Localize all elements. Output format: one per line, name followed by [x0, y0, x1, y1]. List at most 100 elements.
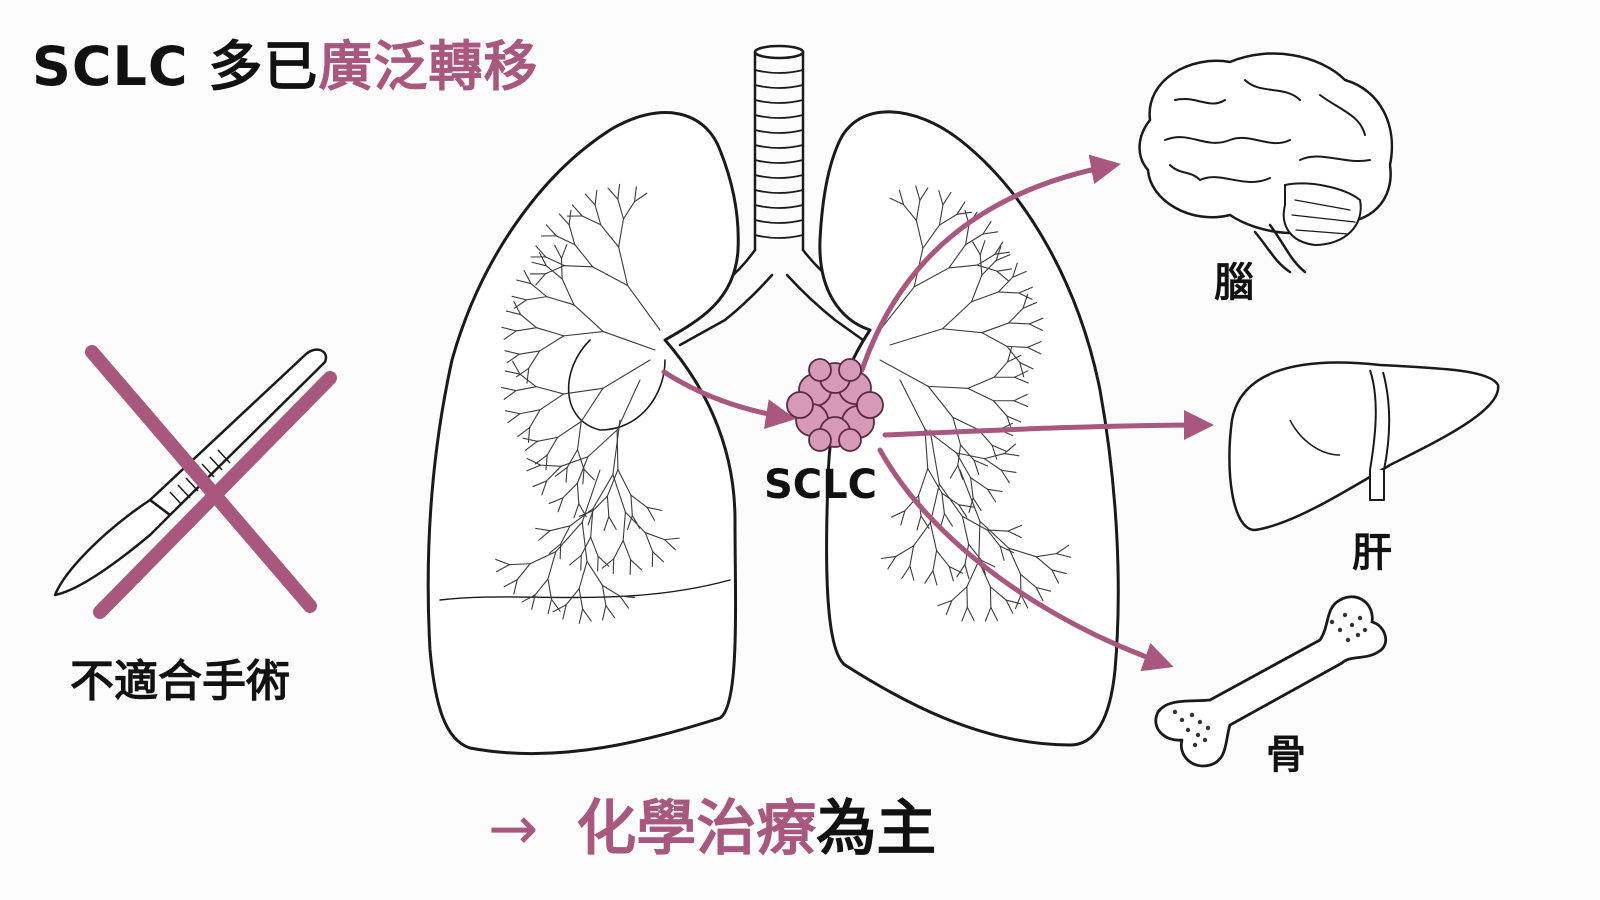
- bronchus-branch: [980, 559, 996, 568]
- bronchus-branch: [515, 327, 538, 332]
- bronchus-branch: [1035, 586, 1052, 592]
- bronchus-branch: [582, 468, 585, 485]
- footer-conclusion: →化學治療為主: [488, 780, 936, 867]
- lungs-illustration: [426, 44, 1120, 756]
- bronchus-branch: [1013, 400, 1029, 408]
- bronchus-branch: [978, 520, 981, 562]
- cross-out-icon: [85, 345, 337, 619]
- bronchus-branch: [526, 367, 530, 384]
- trachea-ring: [754, 144, 804, 149]
- bronchus-branch: [663, 539, 676, 551]
- bronchus-branch: [515, 279, 532, 285]
- bronchus-branch: [504, 370, 521, 375]
- bronchus-branch: [555, 521, 583, 553]
- trachea-ring: [754, 99, 804, 104]
- tumor-cell: [808, 358, 832, 382]
- bronchus-branch: [563, 331, 604, 337]
- bronchus-branch: [979, 520, 1010, 549]
- bronchus-branch: [967, 376, 995, 389]
- bronchus-branch: [557, 497, 564, 513]
- bronchus-branch: [970, 477, 989, 490]
- bone-marrow-dot: [1357, 615, 1363, 621]
- bronchus-branch: [622, 539, 632, 561]
- bronchus-branch: [630, 494, 633, 517]
- bronchus-branch: [507, 413, 521, 424]
- bronchus-branch: [592, 495, 608, 512]
- bronchus-branch: [961, 515, 970, 545]
- arrow-into-tumor: [661, 369, 796, 430]
- bronchus-branch: [956, 563, 966, 578]
- bronchus-branch: [889, 328, 944, 346]
- bronchus-branch: [518, 350, 541, 355]
- bronchus-branch: [959, 469, 981, 522]
- bronchus-branch: [583, 468, 595, 481]
- bronchus-branch: [574, 244, 594, 268]
- bronchus-branch: [1007, 354, 1022, 363]
- bronchus-branch: [938, 213, 958, 226]
- bronchus-branch: [941, 492, 945, 515]
- bronchus-branch: [592, 266, 629, 287]
- bronchus-branch: [1005, 599, 1014, 614]
- trachea-ring: [754, 234, 804, 239]
- bone-marrow-dot: [1329, 619, 1335, 625]
- bronchus-branch: [622, 201, 636, 220]
- bronchus-branch: [581, 469, 601, 523]
- bronchus-branch: [955, 452, 985, 460]
- bronchus-branch: [987, 488, 997, 503]
- bronchus-branch: [580, 536, 592, 556]
- bronchus-branch: [973, 459, 980, 475]
- bronchus-branch: [535, 527, 551, 532]
- bronchus-branch: [578, 608, 584, 624]
- bronchus-branch: [890, 510, 906, 518]
- bronchus-branch: [1003, 443, 1017, 455]
- bronchus-branch: [1035, 556, 1053, 571]
- bronchus-branch: [1055, 553, 1072, 558]
- bronchus-branch: [966, 606, 975, 622]
- bronchus-branch: [929, 429, 940, 485]
- bronchus-branch: [955, 452, 972, 479]
- bronchus-branch: [979, 254, 983, 276]
- bone-marrow-dot: [1179, 717, 1185, 723]
- bronchus-branch: [902, 203, 917, 222]
- bronchus-branch: [581, 215, 602, 226]
- bronchus-branch: [520, 314, 538, 329]
- bone-marrow-dot: [1342, 612, 1348, 618]
- bronchus-branch: [536, 436, 559, 442]
- bronchus-branch: [617, 183, 621, 200]
- trachea-ring: [754, 84, 804, 89]
- bronchus-branch: [922, 224, 940, 249]
- bronchus-branch: [943, 513, 953, 527]
- trachea-ring: [754, 69, 804, 74]
- bronchus-branch: [601, 584, 607, 607]
- bronchus-branch: [569, 508, 594, 527]
- bronchus-branch: [573, 503, 580, 519]
- bronchus-branch: [1028, 323, 1044, 331]
- bronchus-branch: [958, 504, 968, 518]
- bronchus-branch: [1035, 586, 1044, 602]
- bronchus-branch: [606, 495, 610, 518]
- bronchus-branch: [991, 444, 1007, 452]
- bronchus-branch: [909, 565, 915, 581]
- bronchus-branch: [539, 393, 565, 411]
- bronchus-branch: [987, 488, 1003, 493]
- bronchus-branch: [515, 386, 537, 392]
- bronchus-branch: [915, 219, 924, 249]
- bronchus-branch: [517, 427, 531, 437]
- brain-label: 腦: [1214, 260, 1254, 306]
- bronchus-branch: [622, 511, 626, 542]
- bronchus-branch: [556, 420, 582, 438]
- bronchus-branch: [938, 483, 963, 517]
- arrow-to-bone: [877, 447, 1174, 672]
- bronchus-branch: [949, 464, 959, 479]
- bronchus-branch: [558, 213, 570, 226]
- bronchus-branch: [1008, 307, 1024, 324]
- bronchus-branch: [937, 600, 953, 607]
- bronchus-branch: [1026, 341, 1042, 348]
- bronchus-branch: [545, 224, 557, 237]
- bronchus-branch: [646, 506, 656, 521]
- bronchus-branch: [646, 506, 663, 511]
- bone-marrow-dot: [1185, 727, 1191, 733]
- trachea-ring: [754, 129, 804, 134]
- bronchus-branch: [945, 600, 953, 615]
- bronchus-branch: [916, 515, 922, 531]
